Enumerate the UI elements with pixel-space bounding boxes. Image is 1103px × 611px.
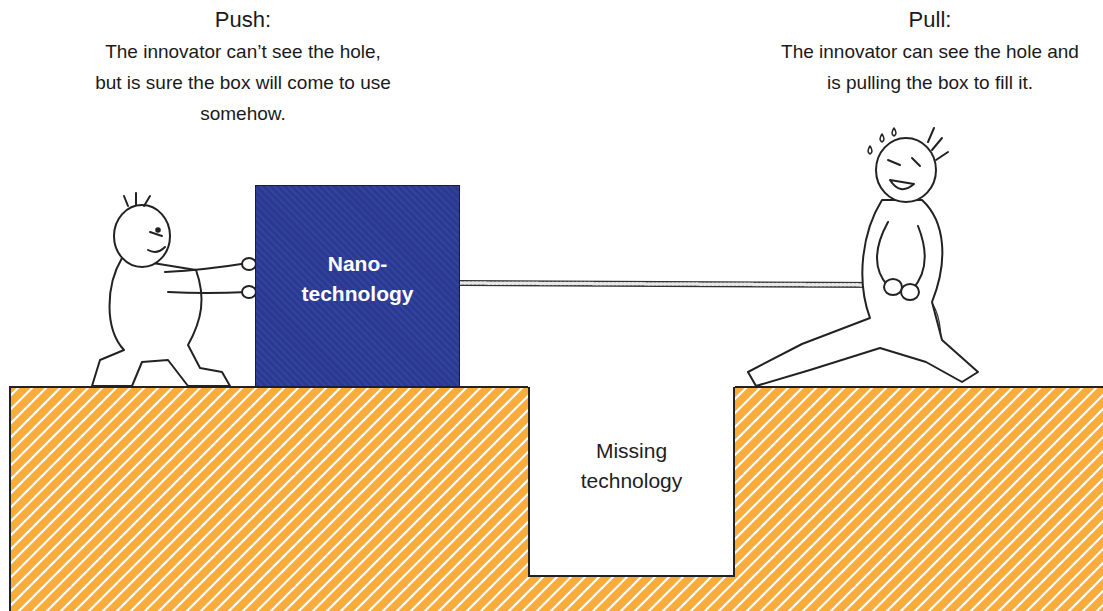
ground-edge xyxy=(10,387,1103,611)
node-text: Missing technology xyxy=(567,436,697,496)
ground xyxy=(10,387,1103,611)
pull-heading: Pull: xyxy=(830,4,1030,35)
puller-figure xyxy=(748,128,978,386)
push-description: The innovator can’t see the hole, but is… xyxy=(94,36,392,129)
node-text: Nano- technology xyxy=(298,249,418,309)
missing-hole: Missing technology xyxy=(528,387,735,577)
pusher-figure xyxy=(92,193,256,386)
pull-description: The innovator can see the hole and is pu… xyxy=(781,36,1079,98)
technology-box: Nano- technology xyxy=(255,185,460,387)
push-heading: Push: xyxy=(143,4,343,35)
